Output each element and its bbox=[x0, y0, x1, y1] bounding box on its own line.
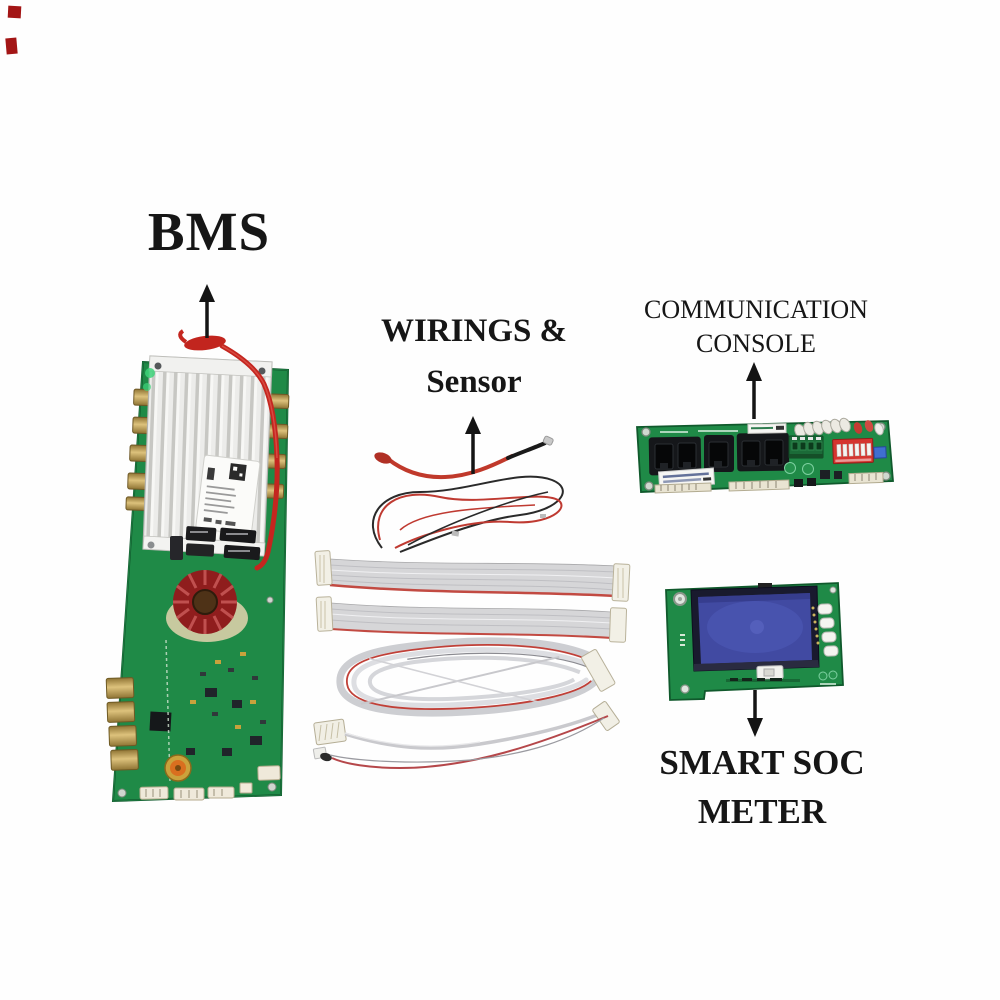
push-button bbox=[823, 645, 839, 657]
tangled-sensor-wires bbox=[371, 475, 564, 553]
console-top-label bbox=[747, 423, 787, 434]
blue-component bbox=[873, 446, 887, 459]
wirings-label: WIRINGS & Sensor bbox=[370, 306, 578, 408]
heatsink-screw bbox=[147, 541, 155, 549]
ribbon-connector bbox=[314, 550, 333, 586]
bms-label: BMS bbox=[124, 200, 294, 263]
heatsink-screw bbox=[154, 362, 162, 370]
ribbon-red-edge-wire bbox=[329, 583, 617, 598]
temp-sensor-wire bbox=[374, 435, 554, 480]
bms-board-photo bbox=[105, 329, 290, 803]
brand-logo-mark bbox=[206, 467, 216, 481]
bms-qr-label bbox=[195, 454, 261, 536]
rj45-ports bbox=[648, 432, 790, 476]
console-label: COMMUNICATION CONSOLE bbox=[636, 293, 876, 361]
console-label-line2: CONSOLE bbox=[696, 328, 816, 358]
ribbon-red-edge-wire bbox=[330, 628, 613, 639]
ribbon-bundle-loop bbox=[336, 637, 616, 717]
corner-red-mark-1 bbox=[7, 5, 22, 19]
soc-meter-photo bbox=[665, 582, 844, 701]
dip-switch bbox=[832, 437, 874, 465]
corner-red-mark-2 bbox=[5, 37, 18, 55]
ribbon-connector bbox=[315, 596, 334, 632]
sensor-tip bbox=[542, 435, 554, 446]
capacitor-row bbox=[794, 417, 884, 439]
push-button bbox=[821, 631, 837, 643]
bms-small-components bbox=[117, 368, 277, 798]
wiring-harness-photo bbox=[312, 435, 631, 770]
console-pin-headers bbox=[654, 471, 884, 494]
wirings-label-line2: Sensor bbox=[426, 364, 522, 401]
wirings-label-line1: WIRINGS & bbox=[380, 313, 568, 349]
bms-buzzer bbox=[164, 754, 192, 782]
balance-ribbon-1 bbox=[314, 550, 631, 602]
bms-toroid-inductor bbox=[166, 570, 248, 642]
ribbon-connector bbox=[581, 649, 616, 692]
soc-bottom-details bbox=[726, 665, 838, 685]
qr-code bbox=[228, 463, 247, 481]
bms-red-wire bbox=[178, 329, 280, 571]
soc-label: SMART SOC METER bbox=[652, 738, 872, 836]
terminal-block bbox=[788, 435, 824, 459]
soc-buttons bbox=[811, 603, 839, 657]
thin-cables bbox=[312, 701, 620, 770]
push-button bbox=[819, 617, 835, 629]
heatsink-screw bbox=[258, 367, 266, 375]
soc-label-line1: SMART SOC bbox=[659, 743, 865, 782]
bms-bottom-connectors bbox=[139, 765, 281, 801]
lcd-display bbox=[690, 583, 820, 672]
communication-console-photo bbox=[636, 417, 894, 494]
bms-gold-headers bbox=[105, 677, 139, 771]
balance-ribbon-2 bbox=[315, 596, 628, 643]
red-led bbox=[853, 422, 863, 434]
red-led bbox=[864, 420, 874, 432]
ribbon-connector bbox=[608, 607, 628, 643]
cable-connector bbox=[313, 718, 347, 746]
bms-capacitor-bank bbox=[170, 526, 261, 561]
push-button bbox=[817, 603, 833, 615]
soc-label-line2: METER bbox=[697, 792, 827, 831]
console-label-line1: COMMUNICATION bbox=[644, 295, 868, 324]
ribbon-connector bbox=[611, 563, 631, 602]
console-mid-components bbox=[784, 462, 842, 479]
bms-label-text: BMS bbox=[147, 201, 271, 262]
